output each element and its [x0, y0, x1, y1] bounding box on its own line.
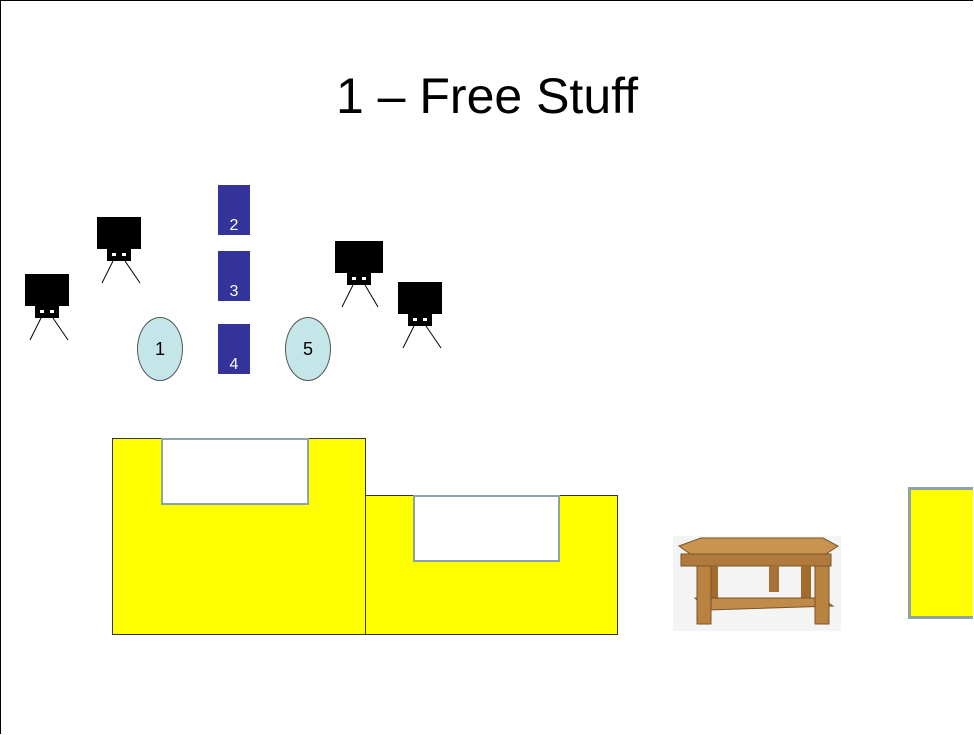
marker-block-4: 4: [218, 324, 250, 374]
camera-tripod-icon: [97, 217, 157, 287]
marker-block-3: 3: [218, 251, 250, 301]
marker-block-2: 2: [218, 185, 250, 235]
camera-tripod-icon: [23, 274, 83, 344]
marker-block-label: 3: [218, 283, 250, 301]
coffee-table-image: [673, 536, 841, 631]
marker-block-label: 2: [218, 217, 250, 235]
marker-oval-1: 1: [137, 317, 183, 381]
stage-platform-left: [112, 438, 366, 635]
stage-cutout-right: [413, 495, 560, 562]
marker-oval-label: 1: [155, 339, 165, 360]
marker-oval-5: 5: [285, 317, 331, 381]
slide-title: 1 – Free Stuff: [1, 67, 973, 125]
stage-platform-right: [365, 495, 618, 635]
camera-tripod-icon: [335, 241, 395, 311]
stage-platform-edge: [908, 487, 973, 619]
marker-block-label: 4: [218, 356, 250, 374]
stage-cutout-left: [161, 438, 309, 505]
marker-oval-label: 5: [303, 339, 313, 360]
camera-tripod-icon: [398, 282, 458, 352]
